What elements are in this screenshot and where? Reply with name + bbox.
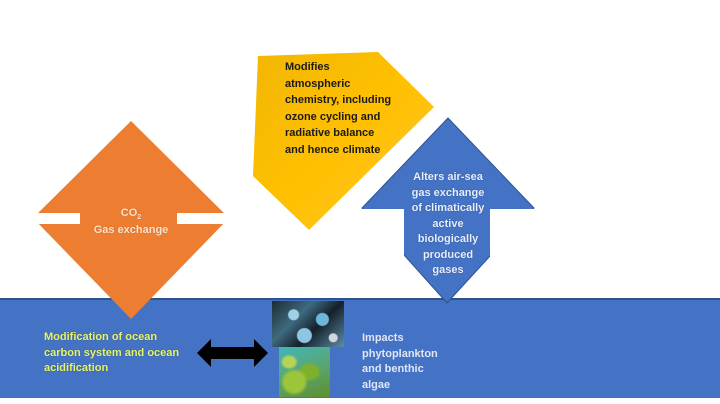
yellow-box-text: Modifies atmospheric chemistry, includin…	[285, 59, 435, 158]
ocean-right-line: and benthic	[362, 363, 424, 375]
ocean-left-line: Modification of ocean	[44, 331, 158, 343]
ocean-right-line: algae	[362, 378, 391, 391]
blue-line: gas exchange	[411, 186, 485, 199]
yellow-line: Modifies	[285, 61, 330, 73]
blue-line: of climatically	[411, 202, 485, 214]
ocean-left-line: acidification	[44, 362, 109, 374]
yellow-line: atmospheric	[285, 77, 351, 90]
co2-main: CO	[120, 207, 138, 219]
yellow-line: ozone cycling and	[285, 110, 381, 123]
co2-gas-exchange-label: CO2 Gas exchange	[70, 207, 192, 237]
yellow-line: chemistry, including	[285, 94, 392, 106]
ocean-right-line: phytoplankton	[362, 347, 438, 360]
ocean-right-line: Impacts	[362, 332, 404, 344]
ocean-acidification-text: Modification of ocean carbon system and …	[44, 330, 214, 377]
blue-diamond	[361, 117, 535, 304]
ocean-band	[0, 298, 720, 398]
blue-line: active	[432, 217, 464, 230]
blue-diamond-text: Alters air-sea gas exchange of climatica…	[398, 170, 498, 279]
blue-line: biologically	[417, 233, 479, 245]
yellow-pentagon	[253, 52, 434, 230]
co2-formula: CO2	[70, 207, 192, 224]
blue-line: Alters air-sea	[413, 171, 483, 183]
blue-notch-right	[490, 209, 538, 257]
co2-subscript: 2	[137, 214, 142, 222]
microplastics-photo	[272, 301, 344, 347]
gas-exchange-label: Gas exchange	[93, 224, 169, 237]
yellow-line: radiative balance	[285, 127, 375, 139]
double-arrow-icon	[197, 339, 268, 367]
ocean-left-line: carbon system and ocean	[44, 346, 180, 359]
phytoplankton-impact-text: Impacts phytoplankton and benthic algae	[362, 331, 472, 393]
yellow-line: and hence climate	[285, 143, 381, 156]
orange-notch-right	[177, 213, 233, 224]
blue-line: gases	[432, 264, 464, 276]
blue-line: produced	[422, 248, 474, 261]
orange-notch-left	[28, 213, 80, 224]
bottom-margin	[0, 398, 720, 404]
blue-notch-left	[358, 209, 404, 257]
seaweed-photo	[279, 347, 330, 397]
orange-diamond	[33, 121, 229, 319]
